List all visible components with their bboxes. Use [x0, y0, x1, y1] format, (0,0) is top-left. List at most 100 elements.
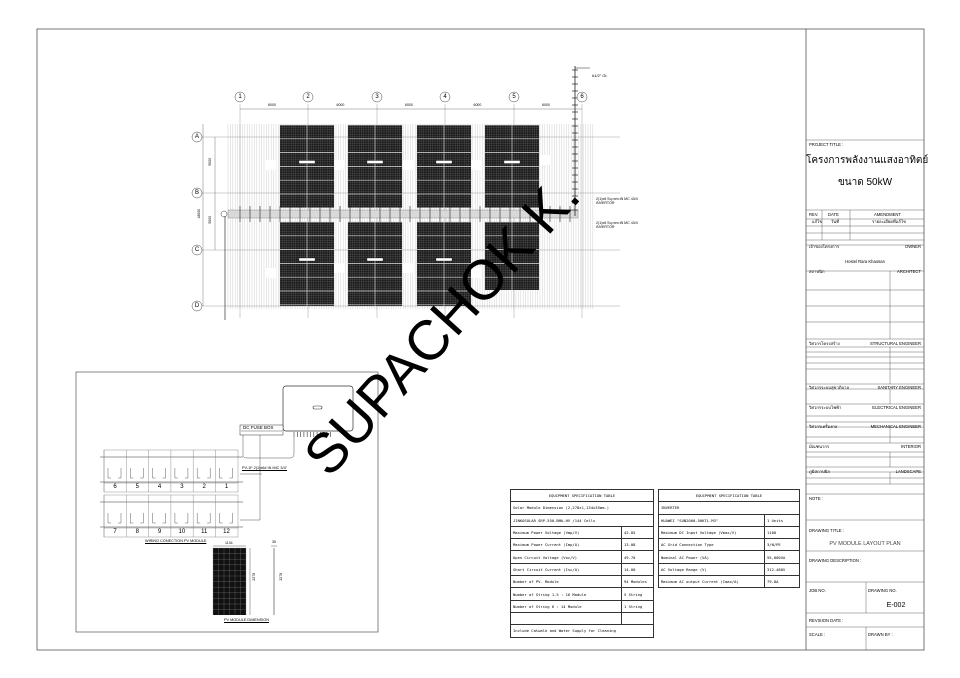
- module-connector: [219, 513, 233, 524]
- module-number: 5: [135, 484, 139, 490]
- spec-label: Number of String 6 : 14 Module: [510, 599, 622, 613]
- spec-label: Nominal AC Power (VA): [658, 550, 765, 564]
- module-height: 2278: [252, 572, 257, 581]
- grid-bubble: [191, 244, 203, 256]
- rev-col1: แก้ไข: [812, 219, 823, 224]
- table-row: HUAWEI "SUN2000-50KTL-M3"1 Units: [658, 513, 800, 527]
- spec-value: 1 String: [621, 599, 654, 613]
- spec-value: 13.08: [621, 538, 654, 552]
- wire: [240, 435, 261, 521]
- spec-label: [510, 611, 622, 626]
- spec-label: Number of PV. Module: [510, 575, 622, 589]
- grid-bubble: [191, 187, 203, 199]
- table-row: Short Circuit Current (Isc/A)14.00: [510, 562, 654, 577]
- column-dimension: 6000: [268, 103, 276, 107]
- revision-date-label: REVISION DATE :: [809, 618, 844, 623]
- grid-bubble: [439, 91, 451, 103]
- column-dimension: 6000: [405, 103, 413, 107]
- grid-row-label: B: [194, 190, 199, 196]
- roof-opening: [403, 263, 413, 273]
- owner-th: เจ้าของโครงการ: [809, 244, 840, 249]
- table-row: Open Circuit Voltage (Voc/V)49.70: [510, 550, 654, 564]
- spec-label: JINKOSOLAR SRP-550-BMA-HV /144 Cells: [510, 513, 654, 527]
- table-row: JINKOSOLAR SRP-550-BMA-HV /144 Cells: [510, 513, 654, 527]
- title-block: PROJECT TITLE : โครงการพลังงานแสงอาทิตย์…: [806, 29, 929, 650]
- module-connector: [219, 468, 233, 479]
- roof-opening: [471, 160, 481, 170]
- module-connector: [130, 468, 144, 479]
- electrical-label: ELECTRICAL ENGINEER: [872, 405, 921, 410]
- spec-label: Include Catwalk and Water Supply for Cle…: [510, 624, 654, 638]
- project-title-size: ขนาด 50kW: [837, 177, 893, 188]
- string-label-box: [298, 257, 316, 262]
- roof-opening: [540, 155, 550, 165]
- electrical-th: วิศวกรระบบไฟฟ้า: [809, 405, 842, 410]
- string-label-box: [298, 160, 316, 164]
- project-title-th: โครงการพลังงานแสงอาทิตย์: [806, 155, 929, 166]
- table-row: Solar Module Dimension (2,278x1,134x35mm…: [510, 501, 654, 515]
- spec-value: 3/N/PE: [764, 538, 800, 552]
- table-row: Maximum Power Current (Imp/A)13.08: [510, 538, 654, 552]
- module-connector: [107, 513, 122, 524]
- module-connector: [174, 468, 189, 479]
- mechanical-label: MECHANICAL ENGINEER: [870, 424, 921, 429]
- module-number: 2: [202, 484, 206, 490]
- grid-bubble: [191, 131, 203, 143]
- owner-label: OWNER: [904, 244, 921, 249]
- module-connector: [130, 513, 144, 524]
- job-no-label: JOB NO.: [809, 588, 826, 593]
- roof-opening: [334, 160, 344, 170]
- water-valve: [220, 210, 228, 218]
- spec-value: 79.8A: [764, 575, 800, 589]
- drawing-description-label: DRAWING DESCRIPTION :: [809, 558, 862, 563]
- owner-name: Hostel Rara Khaosan: [845, 259, 885, 264]
- mechanical-th: วิศวกรเครื่องกล: [809, 424, 838, 429]
- grid-row-label: C: [194, 247, 200, 253]
- row-dimension: 5000: [208, 157, 213, 166]
- inverter-logo: [312, 405, 323, 410]
- spec-label: Maximum AC output Current (Imax/A): [658, 575, 765, 589]
- table-row: Maximum Power Voltage (Vmp/V)42.05: [510, 525, 654, 540]
- spec-value: [621, 611, 654, 626]
- table-title: EQUIPMENT SPECIFICATION TABLE: [510, 488, 654, 503]
- wiring-caption: WIRING CONECTION PV MODULE: [145, 539, 207, 543]
- architect-th: สถาปนิก: [809, 269, 825, 274]
- module-connector: [107, 468, 122, 479]
- module-height-side: 2278: [279, 572, 284, 581]
- roof-opening: [471, 268, 481, 278]
- module-number: 12: [223, 529, 230, 535]
- row-dimension: 5000: [208, 215, 213, 224]
- sanitary-label: SANITARY ENGINEER: [877, 385, 921, 390]
- landscape-th: ภูมิสถาปนิก: [809, 469, 831, 474]
- spec-label: Open Circuit Voltage (Voc/V): [510, 550, 622, 564]
- table-row: INVERTER: [658, 501, 800, 515]
- drawing-no-label: DRAWING NO.: [868, 588, 897, 593]
- catwalk: [227, 209, 579, 219]
- structural-label: STRUCTURAL ENGINEER: [869, 341, 921, 346]
- module-number: 4: [157, 484, 162, 490]
- spec-label: AC Voltage Range (V): [658, 562, 765, 577]
- module-number: 6: [113, 484, 117, 490]
- spec-label: Maximum DC Input Voltage (Vmax/V): [658, 525, 765, 540]
- module-number: 10: [178, 529, 186, 535]
- grid-bubble: [191, 300, 203, 312]
- column-dimension: 6000: [336, 103, 345, 107]
- module-connector: [152, 513, 166, 524]
- grid-column-label: 5: [512, 94, 516, 100]
- column-dimension: 6000: [542, 103, 550, 107]
- dc-fuse-box: [239, 424, 284, 436]
- string-label-box: [435, 257, 453, 262]
- module-number: 9: [157, 529, 162, 535]
- scale-label: SCALE :: [809, 632, 826, 637]
- drawing-title: PV MODULE LAYOUT PLAN: [829, 541, 901, 547]
- cable-note-2: 2(1)x6 Sq.mm.IN MC 43/4 INVERTOR: [596, 221, 638, 229]
- interior-th: มัณฑนากร: [809, 444, 830, 449]
- string-label-box: [366, 160, 384, 164]
- cable-note-1: 2(1)x6 Sq.mm.IN MC 43/4 INVERTOR: [596, 197, 638, 205]
- module-connector: [174, 513, 189, 524]
